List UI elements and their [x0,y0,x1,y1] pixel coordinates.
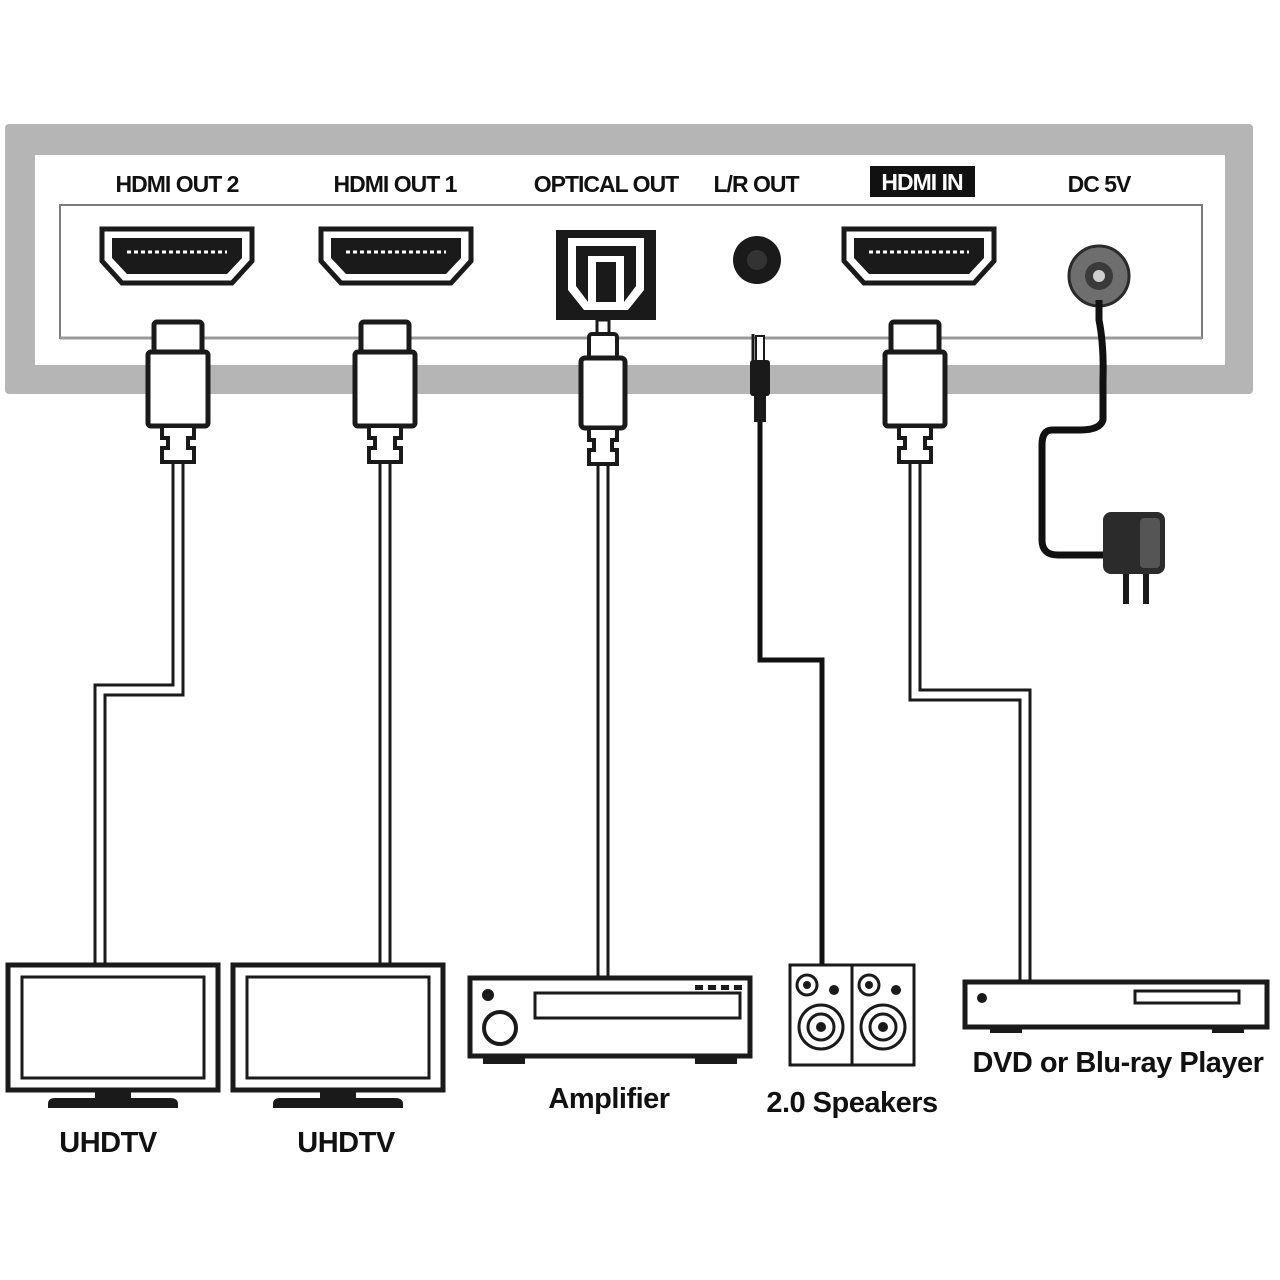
hdmi-in-port [841,226,997,286]
audio-plug [750,334,770,422]
lr-out-jack [733,236,781,284]
hdmi-plug-out-2 [145,319,211,464]
amplifier-illustration [467,975,753,1064]
label-hdmi-in-badge: HDMI IN [870,166,975,197]
label-hdmi-out-2: HDMI OUT 2 [116,171,239,197]
label-dvd-player: DVD or Blu-ray Player [973,1047,1264,1079]
uhdtv-1-illustration [5,962,221,1108]
cable-power [1038,300,1107,559]
dc-5v-jack [1067,244,1131,308]
label-speakers: 2.0 Speakers [766,1087,937,1119]
cable-audio-lr [757,420,825,965]
hdmi-out-1-port [318,226,474,286]
optical-out-port [556,230,656,320]
label-uhdtv-1: UHDTV [59,1127,158,1159]
uhdtv-2-illustration [230,962,446,1108]
label-uhdtv-2: UHDTV [297,1127,396,1159]
cable-hdmi-out-2 [93,464,185,965]
hdmi-plug-out-1 [352,319,418,464]
label-dc-5v: DC 5V [1068,171,1132,197]
power-adapter [1103,512,1165,604]
hdmi-plug-in [882,319,948,464]
speakers-illustration [788,963,916,1067]
label-amplifier: Amplifier [548,1083,669,1115]
label-hdmi-in: HDMI IN [881,169,963,195]
label-hdmi-out-1: HDMI OUT 1 [334,171,458,197]
cable-hdmi-in [908,464,1032,982]
label-optical-out: OPTICAL OUT [534,171,679,197]
dvd-player-illustration [962,979,1270,1033]
hdmi-out-2-port [99,226,255,286]
optical-plug [578,318,628,466]
label-lr-out: L/R OUT [714,171,800,197]
